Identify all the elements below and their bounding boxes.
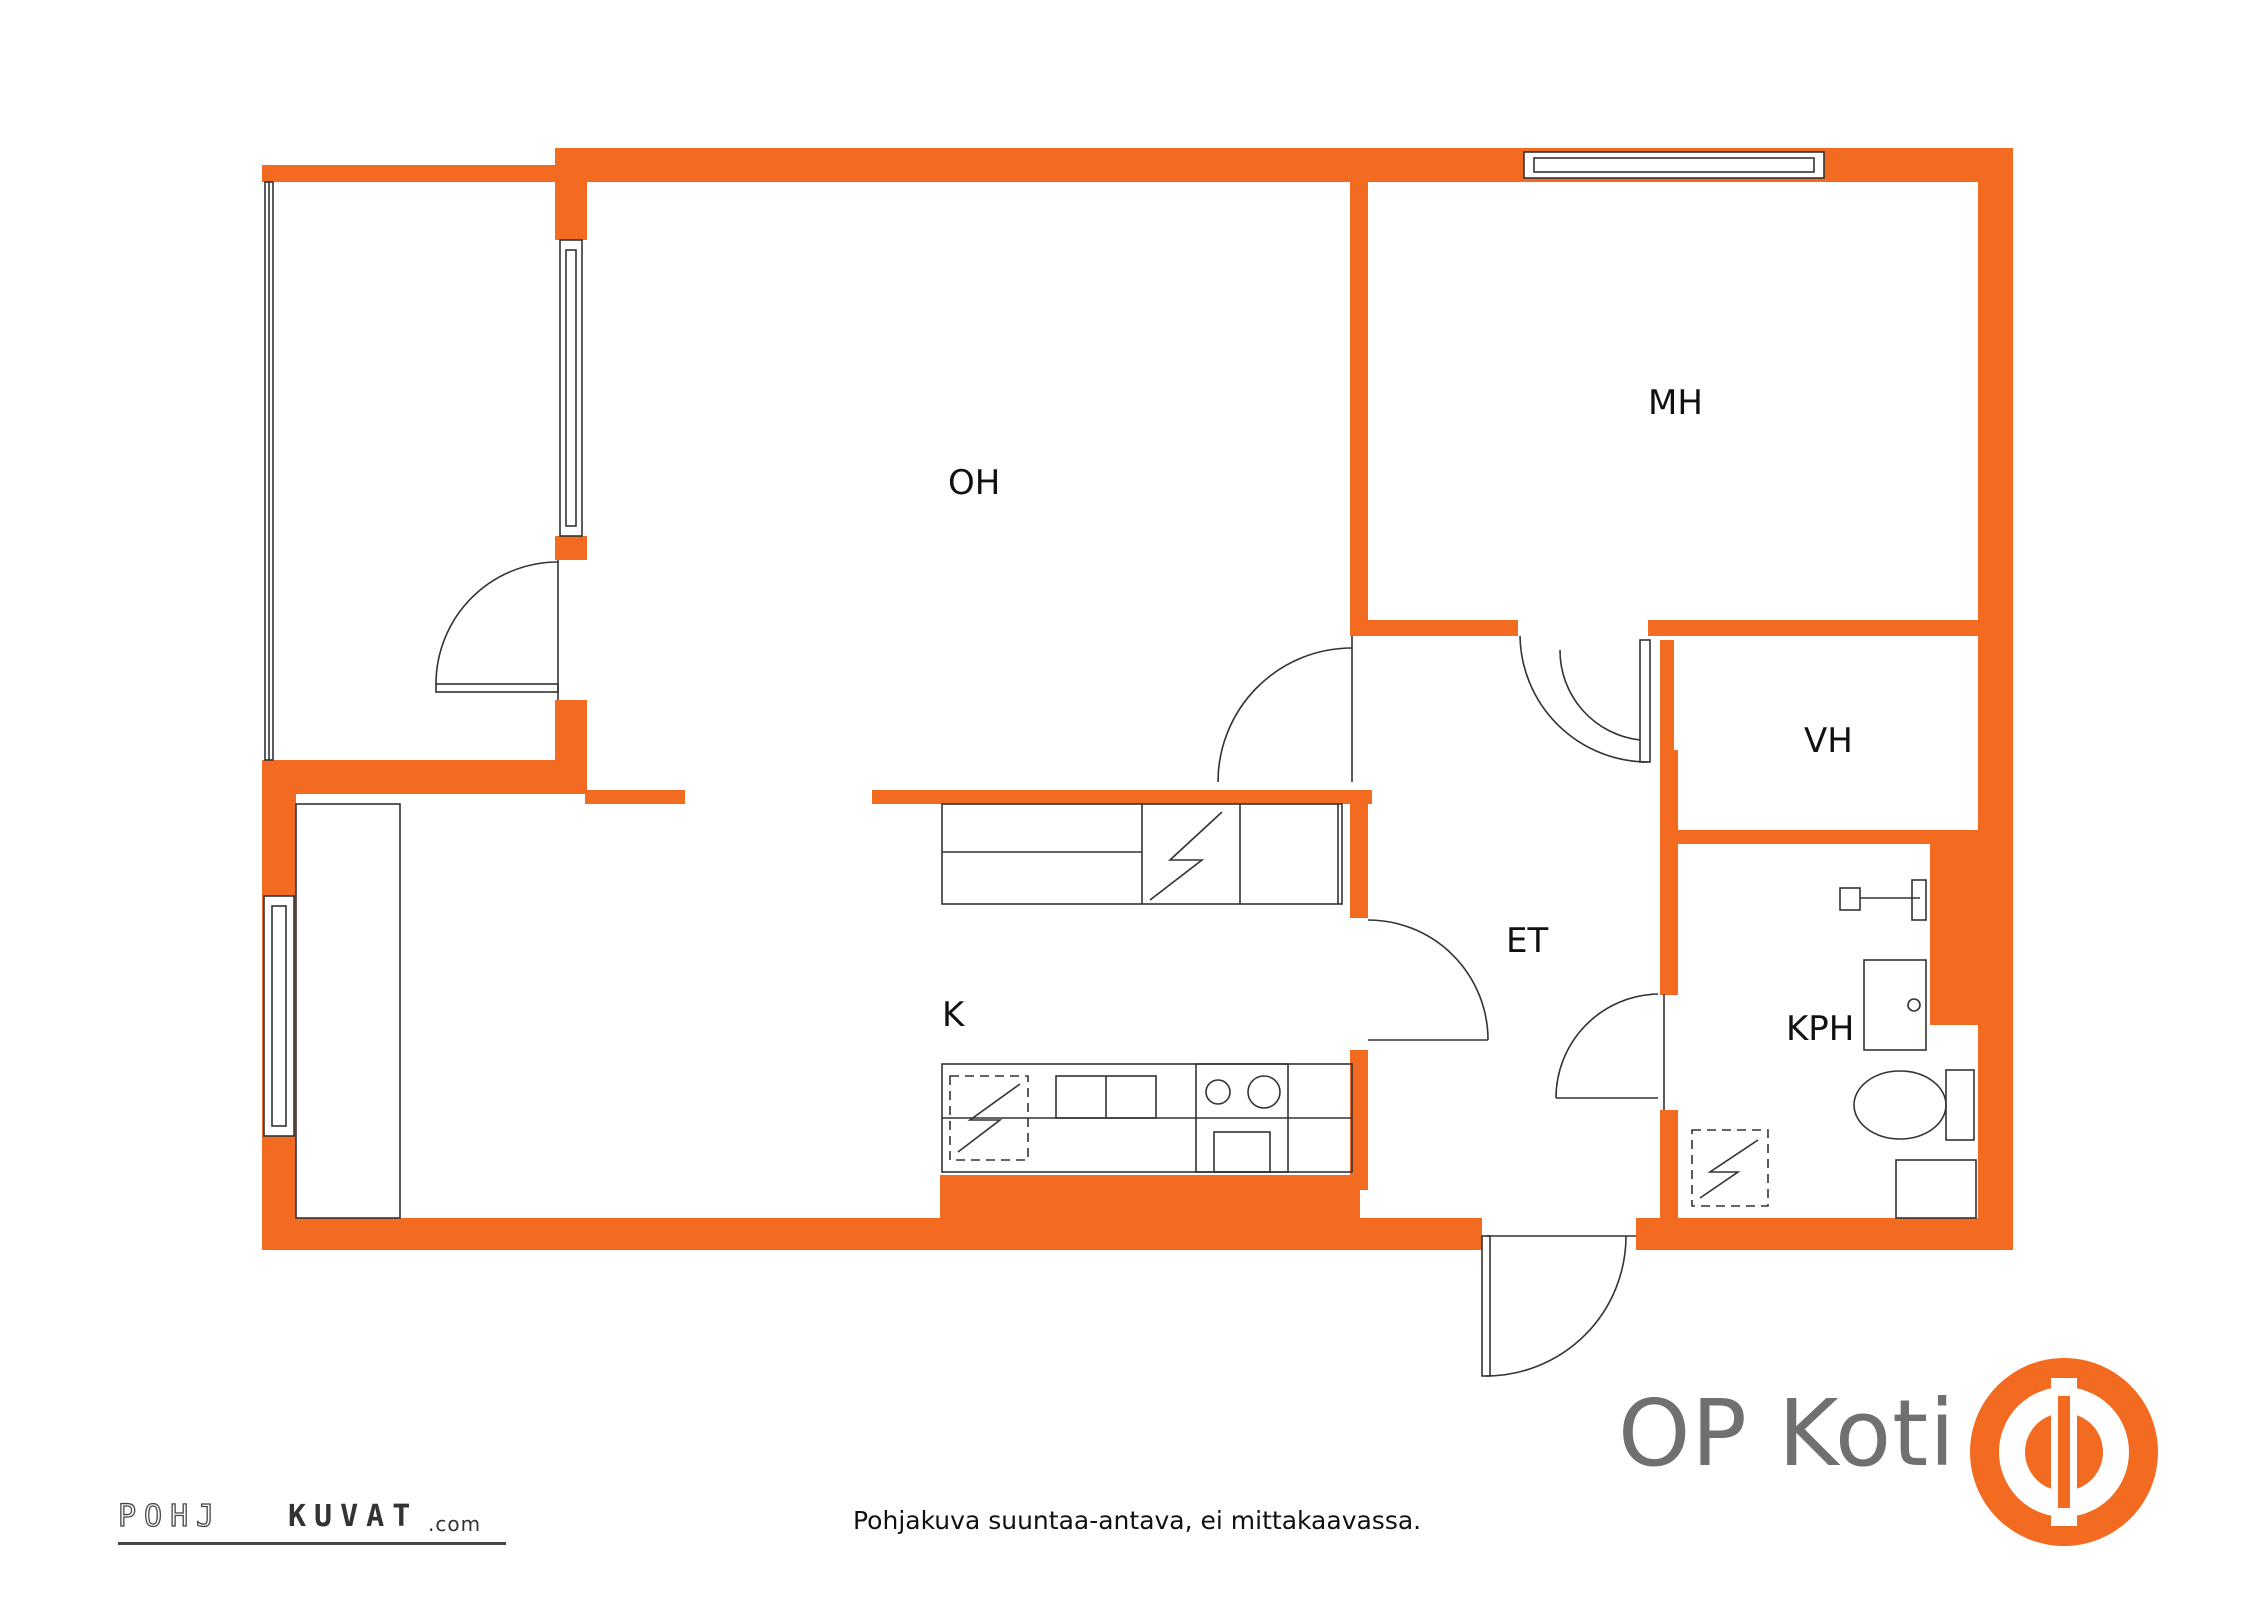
ventilation-icon — [1691, 1129, 1769, 1207]
credit-underline — [118, 1542, 506, 1545]
footnote: Pohjakuva suuntaa-antava, ei mittakaavas… — [853, 1506, 1422, 1535]
brand-name: OP Koti — [1618, 1380, 1956, 1487]
room-label-vh: VH — [1804, 721, 1853, 761]
pohjakuvat-credit: POHJ KUVAT .com — [117, 1499, 508, 1548]
window-icon — [263, 151, 1825, 1137]
exterior-walls — [262, 148, 2013, 1250]
room-labels: OH MH VH ET K KPH — [942, 383, 1854, 1049]
kitchen-fixtures — [295, 803, 1353, 1219]
sink-icon — [1863, 959, 1927, 1051]
credit-right: KUVAT — [288, 1499, 419, 1534]
room-label-et: ET — [1506, 921, 1548, 961]
interior-walls — [872, 182, 1988, 1218]
op-logo-icon — [1970, 1358, 2158, 1546]
credit-suffix: .com — [428, 1512, 482, 1536]
room-label-mh: MH — [1648, 383, 1703, 423]
room-label-oh: OH — [948, 463, 1000, 503]
credit-left: POHJ — [117, 1499, 223, 1534]
toilet-icon — [1853, 1070, 1947, 1140]
bathroom-fixtures — [1691, 879, 1977, 1219]
shower-icon — [1839, 887, 1861, 911]
room-label-k: K — [942, 995, 966, 1035]
door-swing-icon — [435, 560, 1665, 1377]
room-label-kph: KPH — [1786, 1009, 1854, 1049]
